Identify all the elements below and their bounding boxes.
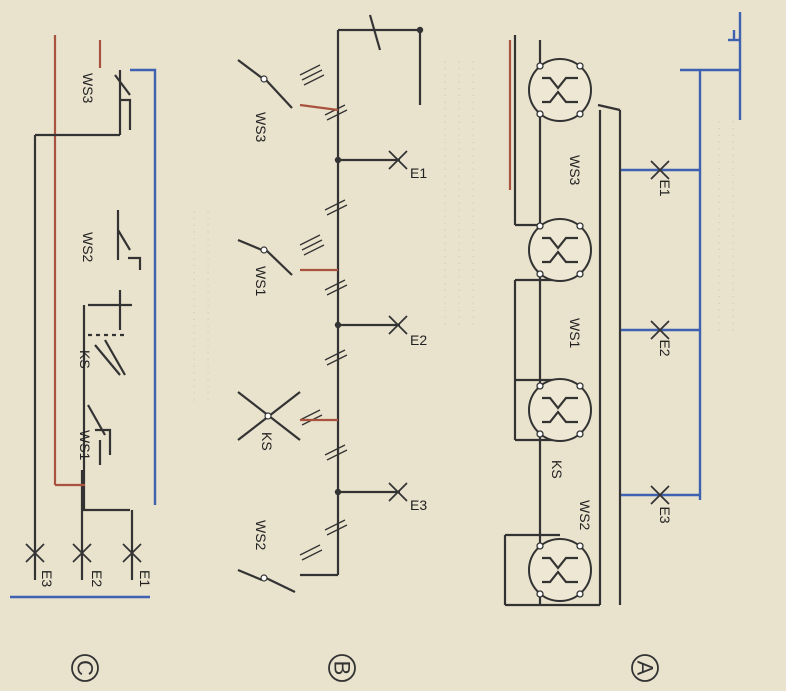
panel-b-circuit-diagram: E1 E2 E3 WS3 WS1	[237, 14, 427, 682]
lamp-e1-label-a: E1	[657, 179, 673, 196]
switch-ws1-label-a: WS1	[567, 318, 583, 349]
lamp-e3-label-c: E3	[39, 570, 55, 587]
lamp-e1-marker-a: E1	[650, 160, 673, 197]
lamp-e3-label-a: E3	[657, 506, 673, 523]
svg-text:· · · · · · · · · · · · · · ·: · · · · · · · · · · · · · · · · · · · · …	[202, 210, 214, 402]
switch-ws2-b: WS2	[237, 520, 338, 593]
lamp-e2-label-c: E2	[89, 570, 105, 587]
lamp-e3-marker-c: E3	[25, 543, 55, 587]
switch-ws2-label-b: WS2	[253, 520, 269, 551]
switch-ws2-a: WS2	[527, 500, 593, 603]
svg-text:· · · · · · · · · · · · · · ·: · · · · · · · · · · · · · · · · · · · · …	[439, 60, 451, 326]
lamp-e3-marker-a: E3	[650, 485, 673, 524]
lamp-e2-label-b: E2	[410, 332, 427, 348]
switch-ws3-label-c: WS3	[80, 73, 96, 104]
switch-ks-label-a: KS	[549, 460, 565, 479]
switch-ws3-a: WS3	[527, 57, 593, 186]
switch-ks-label-c: KS	[77, 350, 93, 369]
switch-ws3-label-b: WS3	[253, 112, 269, 143]
background-bleed-text: · · · · · · · · · · · · · · · · · · · · …	[188, 60, 739, 402]
switch-ws1-label-b: WS1	[253, 266, 269, 297]
panel-b-badge: B	[328, 654, 356, 682]
svg-text:· · · · · · · · · · · · · · ·: · · · · · · · · · · · · · · · · · · · · …	[188, 210, 200, 402]
lamp-e2-label-a: E2	[657, 339, 673, 356]
lamp-e1-label-c: E1	[137, 570, 153, 587]
panel-a-badge: A	[631, 654, 659, 682]
lamp-e1-label-b: E1	[410, 165, 427, 181]
lamp-e2-marker-a: E2	[650, 320, 673, 357]
panel-c-wiring-diagram: E3 E2 E1 WS3 WS2 KS WS1 C	[10, 35, 157, 682]
panel-b-label: B	[330, 661, 355, 676]
svg-text:· · · · · · · · · · · · · · ·: · · · · · · · · · · · · · · · · · · · · …	[467, 60, 479, 326]
lamp-e2-marker-c: E2	[72, 543, 105, 587]
lamp-e3-label-b: E3	[410, 497, 427, 513]
switch-ws2-label-a: WS2	[577, 500, 593, 531]
switch-ks-b: KS	[237, 391, 338, 451]
lamp-e3-marker-b: E3	[388, 482, 427, 513]
switch-ks-a: KS	[527, 377, 593, 479]
switch-ws3-label-a: WS3	[567, 155, 583, 186]
switch-ws1-b: WS1	[237, 238, 338, 297]
switch-ws1-a: WS1	[527, 217, 593, 349]
lamp-e1-marker-c: E1	[122, 543, 153, 587]
svg-text:· · · · · · · · · · · · · · ·: · · · · · · · · · · · · · · · · · · · · …	[727, 120, 739, 332]
lamp-e1-marker-b: E1	[388, 150, 427, 181]
switch-ws1-label-c: WS1	[77, 430, 93, 461]
switch-ws2-label-c: WS2	[80, 232, 96, 263]
svg-text:· · · · · · · · · · · · · · ·: · · · · · · · · · · · · · · · · · · · · …	[453, 60, 465, 326]
panel-c-label: C	[73, 660, 98, 676]
switch-ws3-b: WS3	[237, 59, 339, 143]
panel-a-installation-plan: E1 E2 E3 WS3 WS1 KS WS2 A	[503, 12, 742, 682]
switch-ks-label-b: KS	[259, 432, 275, 451]
lamp-e2-marker-b: E2	[388, 315, 427, 348]
panel-c-badge: C	[71, 654, 99, 682]
svg-text:· · · · · · · · · · · · · · ·: · · · · · · · · · · · · · · · · · · · · …	[713, 120, 725, 332]
panel-a-label: A	[633, 661, 658, 676]
